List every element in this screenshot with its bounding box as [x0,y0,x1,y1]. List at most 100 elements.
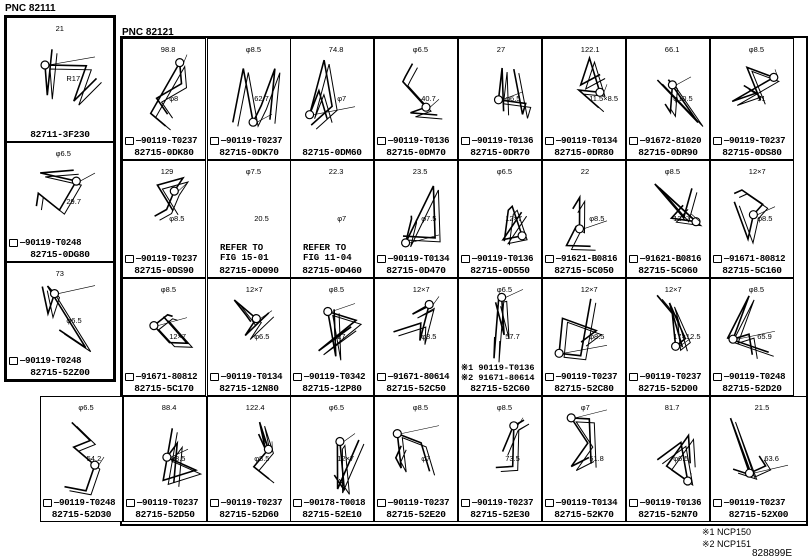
dimension-label: φ6.5 [496,285,513,294]
bolt-callout: —91671-80812 [125,372,199,382]
bolt-number: —90119-T0134 [221,371,283,382]
footnote-2: ※2 NCP151 [702,539,752,549]
bolt-icon [210,136,219,145]
bracket-drawing [64,421,105,496]
dimension-label: 12×7 [412,285,430,294]
bolt-icon [210,498,219,507]
dimension-label: φ8.5 [254,453,270,463]
bracket-drawing [393,296,440,345]
bolt-icon [545,136,554,145]
dimension-label: 12×7 [505,214,523,224]
bolt-icon [713,254,722,263]
bolt-number: —90119-T0248 [54,497,116,508]
bracket-drawing [493,67,532,119]
bolt-callout: —90119-T0237 [210,498,284,508]
bolt-callout: —90119-T0134 [545,498,619,508]
dimension-label: 12×7 [337,453,355,463]
dimension-label: φ6.5 [78,403,94,412]
dimension-label: 40.7 [421,93,436,103]
dimension-label: φ8.5 [169,214,185,224]
bolt-icon [377,136,386,145]
dimension-label: φ8.5 [328,285,345,294]
bolt-callout: —90119-T0237 [629,372,703,382]
bolt-number: —91671-80812 [136,371,198,382]
bolt-number: —90119-T0237 [137,497,199,508]
bolt-icon [43,498,52,507]
bracket-drawing [401,63,443,120]
bolt-number: —90119-T0248 [20,237,82,248]
part-number: 82715-0DR70 [470,147,530,158]
part-number: 82715-52C60 [470,383,530,394]
dimension-label: φ8.5 [496,403,513,412]
part-number: 82715-0DS80 [722,147,782,158]
dimension-label: φ8.5 [589,214,605,224]
bracket-drawing [495,417,530,472]
dimension-label: φ7 [337,93,347,103]
part-number: 82715-0DR80 [554,147,614,158]
dimension-label: φ8.5 [757,214,773,224]
bracket-drawing [149,54,188,131]
part-number: 82715-52C50 [386,383,446,394]
part-number: 82715-12P80 [302,383,362,394]
bolt-callout: —90119-T0136 [461,254,535,264]
part-number: 82715-52D60 [219,509,279,520]
dimension-label: φ6.5 [66,316,82,326]
part-number: 82715-0D550 [470,265,530,276]
bolt-callout: —91671-80812 [713,254,787,264]
dimension-label: 54.2 [86,453,102,463]
dimension-label: 29.7 [66,197,81,206]
bolt-callout: —90119-T0134 [545,136,619,146]
dimension-label: 73.5 [505,453,520,463]
bracket-drawing [501,204,528,246]
part-number: 82715-52E20 [386,509,446,520]
bolt-number: —90119-T0237 [221,497,283,508]
dimension-label: φ7.5 [245,167,262,176]
bracket-drawing [401,185,441,248]
dimension-label: φ8.5 [589,332,605,342]
part-number: 82715-5C050 [554,265,614,276]
dimension-label: 73 [55,269,64,278]
part-number: 82715-0DG80 [30,249,90,260]
pnc-label-right: PNC 82121 [122,27,174,38]
part-number: 82715-0DK80 [134,147,194,158]
dimension-label: 65.9 [757,332,772,342]
part-number: 82715-52D00 [638,383,698,394]
bracket-drawing [565,194,608,251]
bolt-number: —90119-T0237 [388,497,450,508]
bolt-number: —90119-T0237 [724,135,786,146]
bolt-number: —90119-T0248 [20,355,82,366]
dimension-label: 122.1 [580,45,600,54]
bolt-icon [545,372,554,381]
dimension-label: φ7 [580,403,590,412]
dimension-label: R17 [66,74,81,84]
part-number: 82715-0DM70 [386,147,446,158]
dimension-label: 12×7 [169,332,187,342]
bolt-number: —90119-T0134 [556,497,618,508]
bolt-callout: —91672-81020 [629,136,703,146]
bolt-number: —90119-T0134 [556,135,618,146]
bolt-icon [125,136,134,145]
bolt-icon [629,136,638,145]
dimension-label: φ7 [337,214,347,224]
dimension-label: φ8.5 [748,285,765,294]
bolt-callout: —90119-T0237 [713,136,787,146]
bolt-icon [629,498,638,507]
bolt-callout: —90119-T0134 [210,372,284,382]
bolt-icon [9,356,18,365]
